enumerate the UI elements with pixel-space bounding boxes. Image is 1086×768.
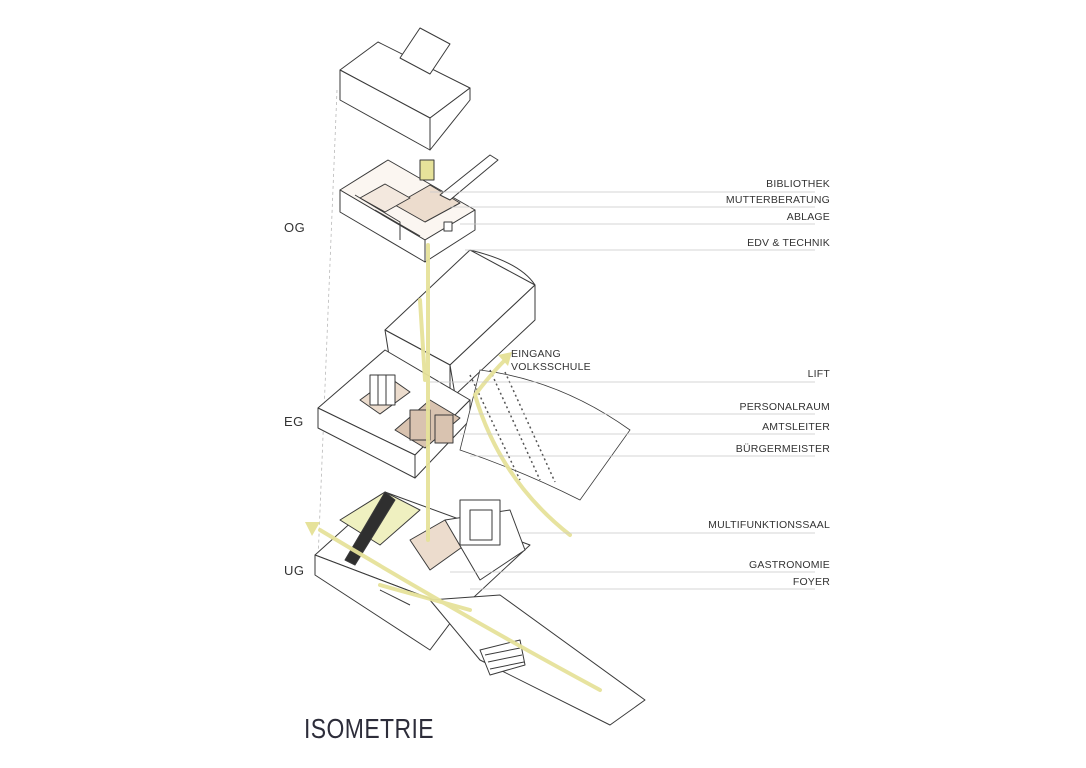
label-bibliothek: BIBLIOTHEK xyxy=(766,178,830,190)
ug-floor xyxy=(314,491,531,651)
leader-lines xyxy=(430,191,815,590)
terrain-ramp xyxy=(459,369,631,501)
circulation-paths xyxy=(318,243,602,692)
label-gastronomie: GASTRONOMIE xyxy=(749,559,830,571)
vertical-guide-line xyxy=(317,89,338,561)
roof xyxy=(339,27,471,151)
path-arrowheads xyxy=(305,352,512,536)
label-buergermeister: BÜRGERMEISTER xyxy=(735,443,830,455)
level-label-og: OG xyxy=(284,220,306,235)
level-label-ug: UG xyxy=(284,563,305,578)
label-personalraum: PERSONALRAUM xyxy=(739,401,830,413)
entrance-label: EINGANG VOLKSSCHULE xyxy=(511,348,591,374)
diagram-title: ISOMETRIE xyxy=(304,713,434,744)
label-amtsleiter: AMTSLEITER xyxy=(762,421,830,433)
level-label-eg: EG xyxy=(284,414,304,429)
label-mutterberatung: MUTTERBERATUNG xyxy=(725,194,830,206)
entrance-line2: VOLKSSCHULE xyxy=(511,361,591,373)
eg-floor xyxy=(317,349,471,479)
label-edv-technik: EDV & TECHNIK xyxy=(747,237,830,249)
label-multifunktionssaal: MULTIFUNKTIONSSAAL xyxy=(708,519,830,531)
label-ablage: ABLAGE xyxy=(786,211,830,223)
entrance-line1: EINGANG xyxy=(511,348,561,360)
label-lift: LIFT xyxy=(807,368,830,380)
og-floor xyxy=(339,154,499,263)
label-foyer: FOYER xyxy=(792,576,830,588)
